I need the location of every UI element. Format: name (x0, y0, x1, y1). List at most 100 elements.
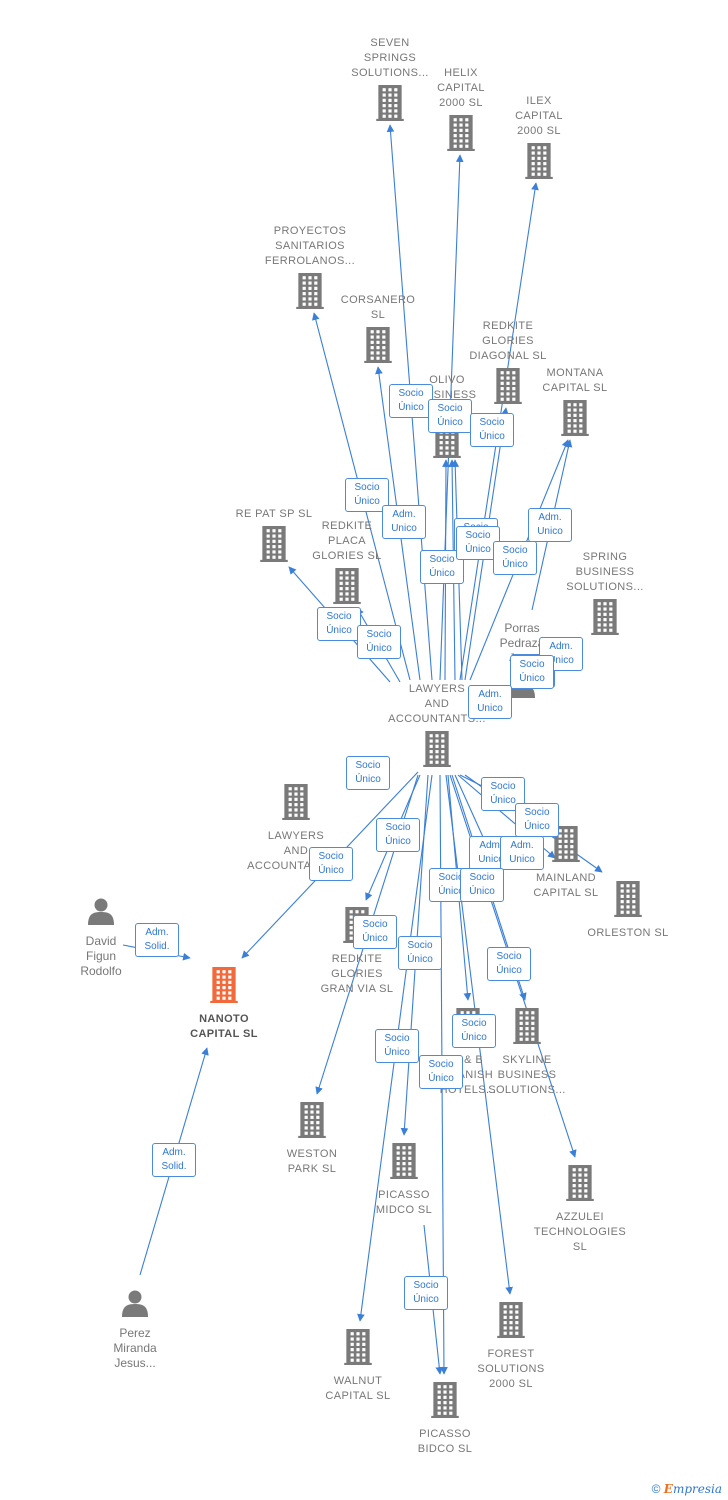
building-icon[interactable] (210, 967, 238, 1008)
node-label[interactable]: ORLESTON SL (563, 926, 693, 941)
building-icon[interactable] (552, 826, 580, 867)
node-label[interactable]: RE PAT SP SL (209, 507, 339, 522)
building-icon[interactable] (566, 1165, 594, 1206)
building-icon[interactable] (447, 115, 475, 156)
building-icon[interactable] (494, 368, 522, 409)
building-icon[interactable] (344, 1329, 372, 1370)
relation-label[interactable]: Adm.Unico (382, 505, 426, 539)
building-icon[interactable] (282, 784, 310, 825)
building-icon[interactable] (431, 1382, 459, 1423)
node-repat[interactable]: RE PAT SP SL (209, 507, 339, 567)
building-icon[interactable] (525, 143, 553, 184)
building-icon[interactable] (390, 1143, 418, 1184)
relation-label[interactable]: Adm.Solid. (152, 1143, 196, 1177)
relation-label[interactable]: Adm.Unico (500, 836, 544, 870)
building-icon[interactable] (364, 327, 392, 368)
relation-label[interactable]: Adm.Unico (528, 508, 572, 542)
relation-label[interactable]: Adm.Solid. (135, 923, 179, 957)
building-icon[interactable] (591, 599, 619, 640)
building-icon[interactable] (497, 1302, 525, 1343)
building-icon[interactable] (260, 526, 288, 567)
person-icon[interactable] (87, 897, 115, 930)
building-icon[interactable] (376, 85, 404, 126)
relation-label[interactable]: Adm.Unico (468, 685, 512, 719)
brand-logo[interactable]: Empresia (663, 1482, 722, 1496)
building-icon[interactable] (333, 568, 361, 609)
node-orleston[interactable]: ORLESTON SL (563, 881, 693, 941)
person-icon[interactable] (121, 1289, 149, 1322)
building-icon[interactable] (298, 1102, 326, 1143)
relation-label[interactable]: Adm.Unico (539, 637, 583, 671)
building-icon[interactable] (561, 400, 589, 441)
building-icon[interactable] (423, 731, 451, 772)
building-icon[interactable] (513, 1008, 541, 1049)
building-icon[interactable] (296, 273, 324, 314)
building-icon[interactable] (614, 881, 642, 922)
